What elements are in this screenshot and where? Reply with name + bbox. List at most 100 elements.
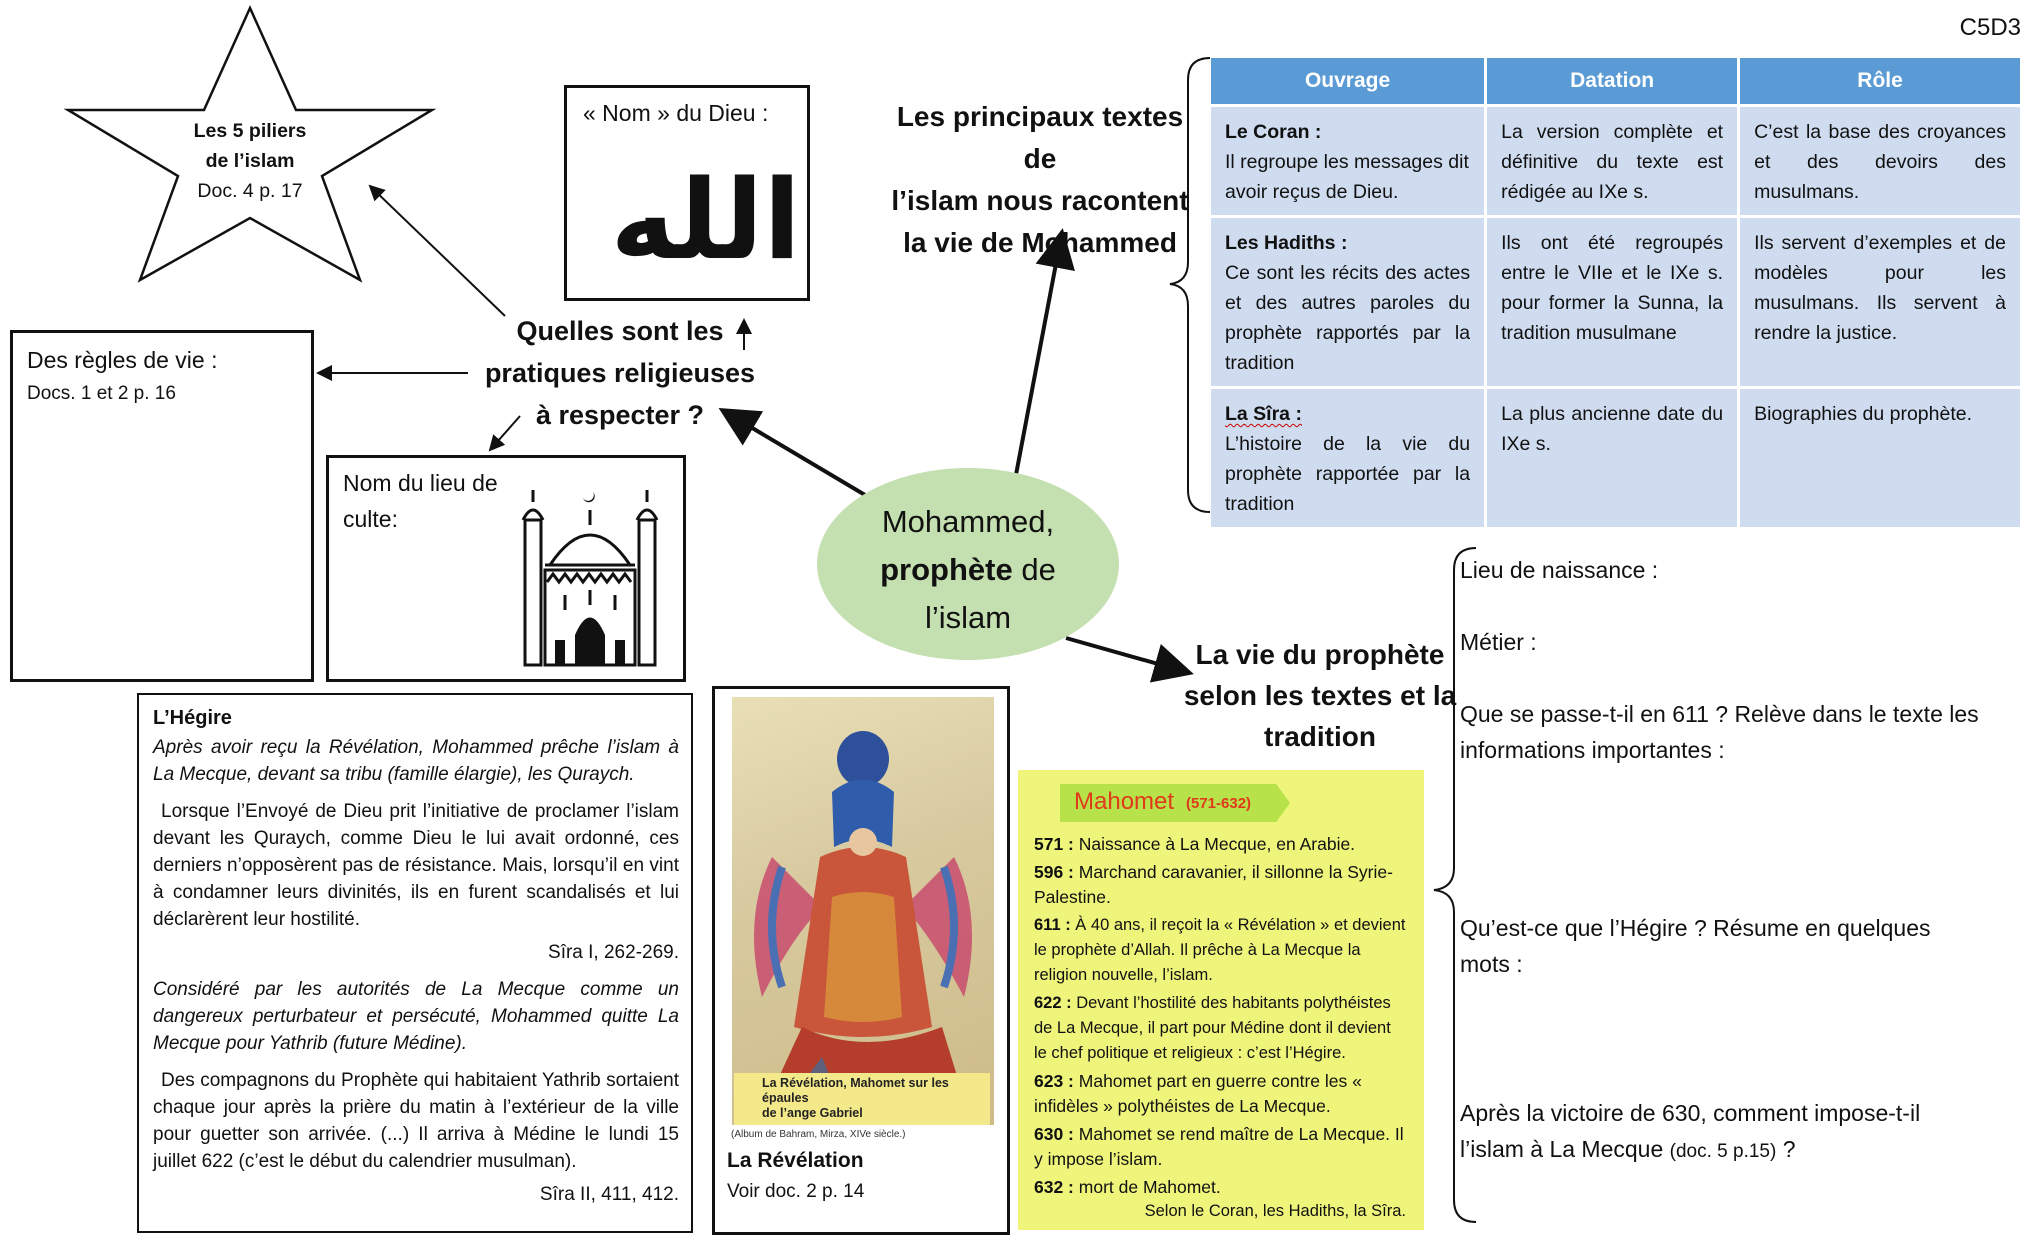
chrono-year: 611 : [1034,916,1071,934]
chrono-item: 632 : mort de Mahomet. [1034,1175,1408,1200]
god-name-box: « Nom » du Dieu : الله [564,85,810,301]
life-title: La vie du prophète selon les textes et l… [1175,634,1465,757]
allah-calligraphy: الله [610,156,801,284]
god-name-label: « Nom » du Dieu : [583,100,769,126]
chrono-text: mort de Mahomet. [1078,1177,1221,1197]
angel-figure-image [754,731,972,1107]
central-topic: Mohammed, prophète de l’islam [817,468,1119,660]
practices-line2: pratiques religieuses [484,358,756,388]
painting-credit: (Album de Bahram, Mirza, XIVe siècle.) [731,1129,906,1140]
question-630-line2: l’islam à La Mecque (doc. 5 p.15) ? [1460,1131,1796,1170]
arrow-to-life [1065,636,1194,683]
sources-table: Ouvrage Datation Rôle Le Coran : Il regro… [1208,55,2023,530]
hegire-source1: Sîra I, 262-269. [548,942,679,963]
texts-title: Les principaux textes de l’islam nous ra… [880,96,1200,264]
table-row: Le Coran : Il regroupe les messages dit a… [1211,107,2020,215]
table-brace [1169,57,1211,513]
row-title: Les Hadiths : [1225,232,1348,254]
question-611-line2: informations importantes : [1460,737,1725,763]
star-label: Les 5 piliers de l’islam Doc. 4 p. 17 [160,116,340,206]
life-line1: La vie du prophète [1195,639,1445,670]
arrow-to-place [488,415,521,452]
chronology-box: Mahomet (571-632) 571 : Naissance à La M… [1018,770,1424,1230]
texts-line2: l’islam nous racontent [891,185,1189,216]
chrono-item: 630 : Mahomet se rend maître de La Mecqu… [1034,1122,1408,1172]
chrono-source: Selon le Coran, les Hadiths, la Sîra. [1144,1202,1406,1220]
row-coran-ouvrage: Le Coran : Il regroupe les messages dit a… [1211,107,1485,215]
revelation-ref: Voir doc. 2 p. 14 [727,1181,865,1202]
chrono-text: Marchand caravanier, il sillonne la Syri… [1034,862,1393,907]
hegire-title: L’Hégire [153,707,232,729]
row-title: La Sîra : [1225,403,1302,425]
star-ref: Doc. 4 p. 17 [197,180,303,202]
revelation-box: La Révélation, Mahomet sur les épaules d… [712,686,1010,1235]
document-code: C5D3 [1959,14,2021,41]
table-row: Les Hadiths : Ce sont les récits des acte… [1211,218,2020,386]
question-630-ref: (doc. 5 p.15) [1669,1141,1777,1162]
central-prophet: prophète [880,552,1013,587]
caption-line2: de l’ange Gabriel [762,1106,863,1120]
central-line2: prophète de [817,546,1119,594]
revelation-title: La Révélation [727,1149,864,1172]
question-630-end: ? [1776,1136,1796,1162]
life-line3: tradition [1264,721,1376,752]
central-line3: l’islam [924,600,1012,635]
row-desc: Il regroupe les messages dit avoir reçus… [1225,151,1469,203]
row-sira-ouvrage: La Sîra : L’histoire de la vie du prophèt… [1211,389,1485,527]
arrow-to-texts [1013,228,1075,481]
chrono-year: 596 : [1034,862,1074,882]
revelation-painting: La Révélation, Mahomet sur les épaules d… [732,697,994,1125]
hegire-quote2: Des compagnons du Prophète qui habitaien… [153,1070,679,1172]
chrono-year: 623 : [1034,1071,1074,1091]
row-hadiths-ouvrage: Les Hadiths : Ce sont les récits des acte… [1211,218,1485,386]
arrow-to-pillars [368,184,506,317]
rules-label: Des règles de vie : [27,347,218,373]
chrono-item: 623 : Mahomet part en guerre contre les … [1034,1069,1408,1119]
question-630-line1: Après la victoire de 630, comment impose… [1460,1100,1921,1126]
row-desc: L’histoire de la vie du prophète rapport… [1225,433,1471,515]
painting-caption: La Révélation, Mahomet sur les épaules d… [734,1073,990,1125]
hegire-context: Considéré par les autorités de La Mecque… [153,979,679,1054]
chrono-text: Mahomet se rend maître de La Mecque. Il … [1034,1124,1404,1169]
star-line2: de l’islam [205,150,295,172]
row-sira-datation: La plus ancienne date du IXe s. [1487,389,1738,527]
question-630-text: l’islam à La Mecque [1460,1136,1664,1162]
central-line1: Mohammed, [881,504,1055,539]
place-line1: Nom du lieu de [343,470,498,496]
hegire-intro: Après avoir reçu la Révélation, Mohammed… [153,737,679,785]
rules-ref: Docs. 1 et 2 p. 16 [27,383,176,404]
chrono-year: 571 : [1034,834,1074,854]
caption-line1: La Révélation, Mahomet sur les épaules [762,1076,949,1105]
star-shape [63,4,437,283]
questions-brace [1433,547,1477,1223]
star-line1: Les 5 piliers [193,120,307,142]
row-desc: Ce sont les récits des actes et des autr… [1225,262,1471,374]
chrono-item: 596 : Marchand caravanier, il sillonne l… [1034,860,1408,910]
hegire-box: L’Hégire Après avoir reçu la Révélation,… [137,693,693,1233]
header-datation: Datation [1487,58,1738,104]
row-coran-role: C’est la base des croyances et des devoi… [1740,107,2020,215]
row-sira-role: Biographies du prophète. [1740,389,2020,527]
practices-line3: à respecter ? [535,400,705,430]
chrono-text: Naissance à La Mecque, en Arabie. [1078,834,1356,854]
row-title: Le Coran : [1225,121,1322,143]
central-de: de [1012,552,1056,587]
chrono-item: 571 : Naissance à La Mecque, en Arabie. [1034,832,1408,857]
chrono-title: Mahomet [1074,788,1175,815]
rules-box: Des règles de vie : Docs. 1 et 2 p. 16 [10,330,314,682]
chrono-text: À 40 ans, il reçoit la « Révélation » et… [1034,916,1406,984]
question-job: Métier : [1460,629,1537,655]
chrono-year: 630 : [1034,1124,1074,1144]
question-hegire-line1: Qu’est-ce que l’Hégire ? Résume en quelq… [1460,915,1931,941]
header-ouvrage: Ouvrage [1211,58,1485,104]
chrono-text: Mahomet part en guerre contre les « infi… [1034,1071,1362,1116]
table-row: La Sîra : L’histoire de la vie du prophèt… [1211,389,2020,527]
practices-question: Quelles sont les pratiques religieuses à… [470,310,770,436]
chrono-dates: (571-632) [1186,795,1252,812]
header-role: Rôle [1740,58,2020,104]
chrono-item: 611 : À 40 ans, il reçoit la « Révélatio… [1034,913,1408,988]
chrono-title-band: Mahomet (571-632) [1060,784,1290,822]
row-coran-datation: La version complète et définitive du tex… [1487,107,1738,215]
hegire-quote1: Lorsque l’Envoyé de Dieu prit l’initiati… [153,801,679,930]
